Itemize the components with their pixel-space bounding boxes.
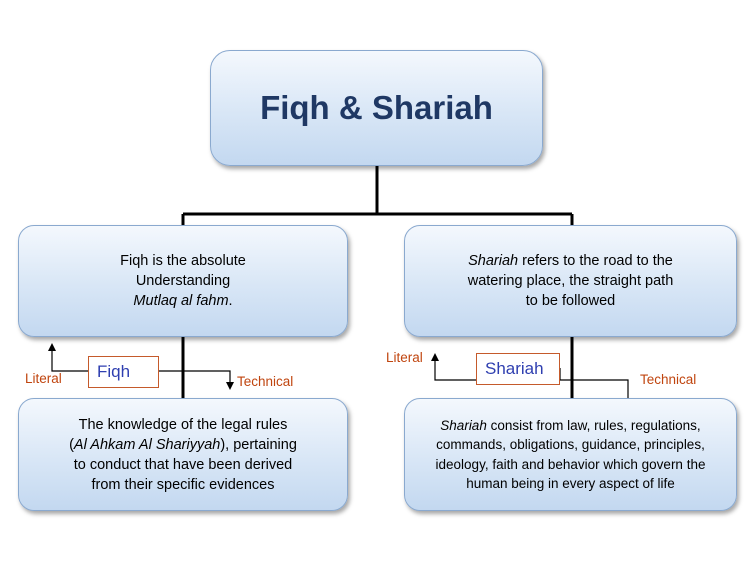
left-literal-arrow (48, 343, 88, 372)
fiqh-detail-line: (Al Ahkam Al Shariyyah), pertaining (69, 436, 297, 453)
shariah-detail-line: ideology, faith and behavior which gover… (435, 456, 706, 472)
shariah-detail-text: Shariah consist from law, rules, regulat… (430, 416, 712, 494)
fiqh-definition-line: Mutlaq al fahm. (133, 293, 233, 309)
shariah-detail-box: Shariah consist from law, rules, regulat… (404, 398, 737, 511)
fiqh-detail-line: The knowledge of the legal rules (78, 416, 288, 433)
fiqh-definition-box: Fiqh is the absolute Understanding Mutla… (18, 225, 348, 337)
diagram-title: Fiqh & Shariah (260, 89, 493, 126)
fiqh-definition-text: Fiqh is the absolute Understanding Mutla… (110, 251, 256, 311)
shariah-detail-line: Shariah consist from law, rules, regulat… (440, 417, 701, 433)
shariah-definition-text: Shariah refers to the road to the wateri… (458, 251, 684, 311)
fiqh-definition-line: Fiqh is the absolute (120, 253, 246, 269)
left-technical-arrow (159, 370, 234, 390)
fiqh-detail-text: The knowledge of the legal rules (Al Ahk… (59, 415, 307, 495)
fiqh-detail-line: to conduct that have been derived (73, 456, 293, 473)
shariah-definition-box: Shariah refers to the road to the wateri… (404, 225, 737, 337)
shariah-detail-line: human being in every aspect of life (466, 476, 675, 491)
fiqh-detail-box: The knowledge of the legal rules (Al Ahk… (18, 398, 348, 511)
fiqh-label: Fiqh (88, 356, 159, 388)
fiqh-detail-line: from their specific evidences (91, 476, 275, 493)
shariah-definition-line: Shariah refers to the road to the (468, 253, 673, 269)
fiqh-definition-line: Understanding (135, 273, 231, 289)
title-box: Fiqh & Shariah (210, 50, 543, 166)
shariah-detail-line: commands, obligations, guidance, princip… (436, 437, 705, 452)
shariah-definition-line: to be followed (525, 293, 616, 309)
right-literal-arrow (431, 353, 476, 381)
fiqh-technical-label: Technical (237, 374, 294, 389)
right-technical-arrow (559, 368, 632, 406)
fiqh-literal-label: Literal (25, 371, 62, 386)
shariah-definition-line: watering place, the straight path (467, 273, 674, 289)
shariah-label: Shariah (476, 353, 560, 385)
shariah-literal-label: Literal (386, 350, 423, 365)
shariah-technical-label: Technical (640, 372, 697, 387)
